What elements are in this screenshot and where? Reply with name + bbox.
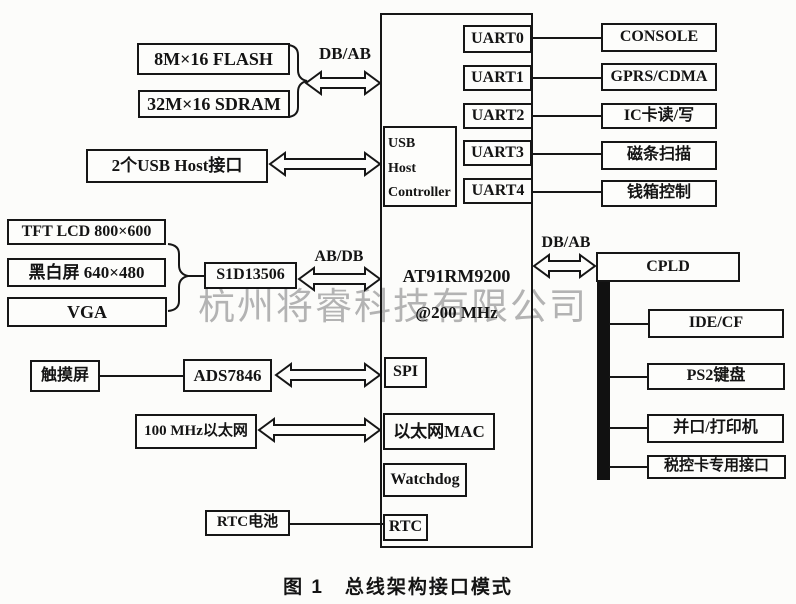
ide-cf-box: IDE/CF <box>648 309 784 338</box>
memory-bus-label: DB/AB <box>319 44 371 63</box>
parallel-printer-box: 并口/打印机 <box>647 414 784 443</box>
uart3-box: UART3 <box>463 140 532 166</box>
spi-arrow <box>274 362 382 388</box>
cash-drawer-box: 钱箱控制 <box>601 180 717 207</box>
cpld-bus-arrow <box>532 253 597 279</box>
eth-mac-box: 以太网MAC <box>383 413 495 450</box>
memory-brace <box>287 44 308 118</box>
flash-box: 8M×16 FLASH <box>137 43 290 75</box>
memory-bus-arrow <box>304 70 382 96</box>
cpld-bus-label: DB/AB <box>541 234 591 251</box>
usb-host-ports-box: 2个USB Host接口 <box>86 149 268 183</box>
uart4-box: UART4 <box>463 178 533 204</box>
ethernet-arrow <box>257 417 382 443</box>
ads7846-box: ADS7846 <box>183 359 272 392</box>
rtc-box: RTC <box>383 514 428 541</box>
cpu-label: AT91RM9200 @200 MHz <box>380 266 533 323</box>
console-box: CONSOLE <box>601 23 717 52</box>
display-brace <box>167 243 189 312</box>
usb-host-controller-line: USB <box>388 136 416 151</box>
ic-card-box: IC卡读/写 <box>601 103 717 129</box>
touch-screen-box: 触摸屏 <box>30 360 100 392</box>
s1d13506-box: S1D13506 <box>204 262 297 289</box>
cpu-name: AT91RM9200 <box>402 266 511 286</box>
uart2-box: UART2 <box>463 103 533 129</box>
uart1-box: UART1 <box>463 65 532 91</box>
cpu-clock: @200 MHz <box>415 303 498 322</box>
usb-host-controller-box: USB Host Controller <box>383 126 457 207</box>
tax-card-box: 税控卡专用接口 <box>647 455 786 479</box>
sdram-box: 32M×16 SDRAM <box>138 90 290 118</box>
ethernet-phy-box: 100 MHz以太网 <box>135 414 257 449</box>
watchdog-box: Watchdog <box>383 463 467 497</box>
spi-box: SPI <box>384 357 427 388</box>
ps2-keyboard-box: PS2键盘 <box>647 363 785 390</box>
tft-lcd-box: TFT LCD 800×600 <box>7 219 166 245</box>
uart0-box: UART0 <box>463 25 532 53</box>
usb-host-controller-line: Controller <box>388 185 451 200</box>
video-bus-label: AB/DB <box>314 248 364 265</box>
mono-lcd-box: 黑白屏 640×480 <box>7 258 166 287</box>
vga-box: VGA <box>7 297 167 327</box>
video-bus-arrow <box>297 266 382 292</box>
cpu-block <box>380 13 533 548</box>
rtc-battery-box: RTC电池 <box>205 510 290 536</box>
figure-caption: 图 1 总线架构接口模式 <box>283 577 513 598</box>
cpld-bus-bar <box>597 281 610 480</box>
usb-host-controller-line: Host <box>388 160 416 176</box>
usb-host-arrow <box>268 151 382 177</box>
cpld-box: CPLD <box>596 252 740 282</box>
gprs-cdma-box: GPRS/CDMA <box>601 63 717 91</box>
magnetic-stripe-box: 磁条扫描 <box>601 141 717 170</box>
